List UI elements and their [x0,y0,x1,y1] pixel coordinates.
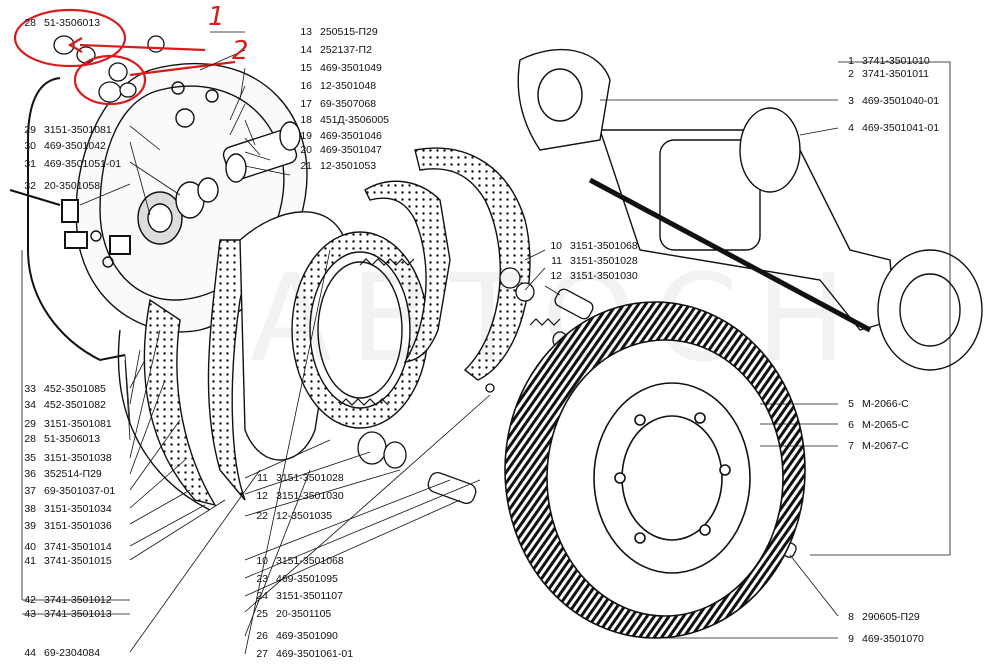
wheel-cylinder [137,121,301,245]
brake-drum [504,301,806,639]
axle-assembly [517,48,983,371]
return-springs [339,258,561,406]
brake-shoe-ring [239,211,429,461]
annotation-number-2: 2 [232,36,249,66]
adjuster-pins [357,267,797,558]
leader-lines [21,31,951,655]
watermark-text: АВТОСН [250,250,865,389]
annotation-number-1: 1 [208,2,225,32]
brake-shoe-right [364,147,531,381]
red-annotation-circles [13,8,236,106]
brake-line [9,77,131,362]
